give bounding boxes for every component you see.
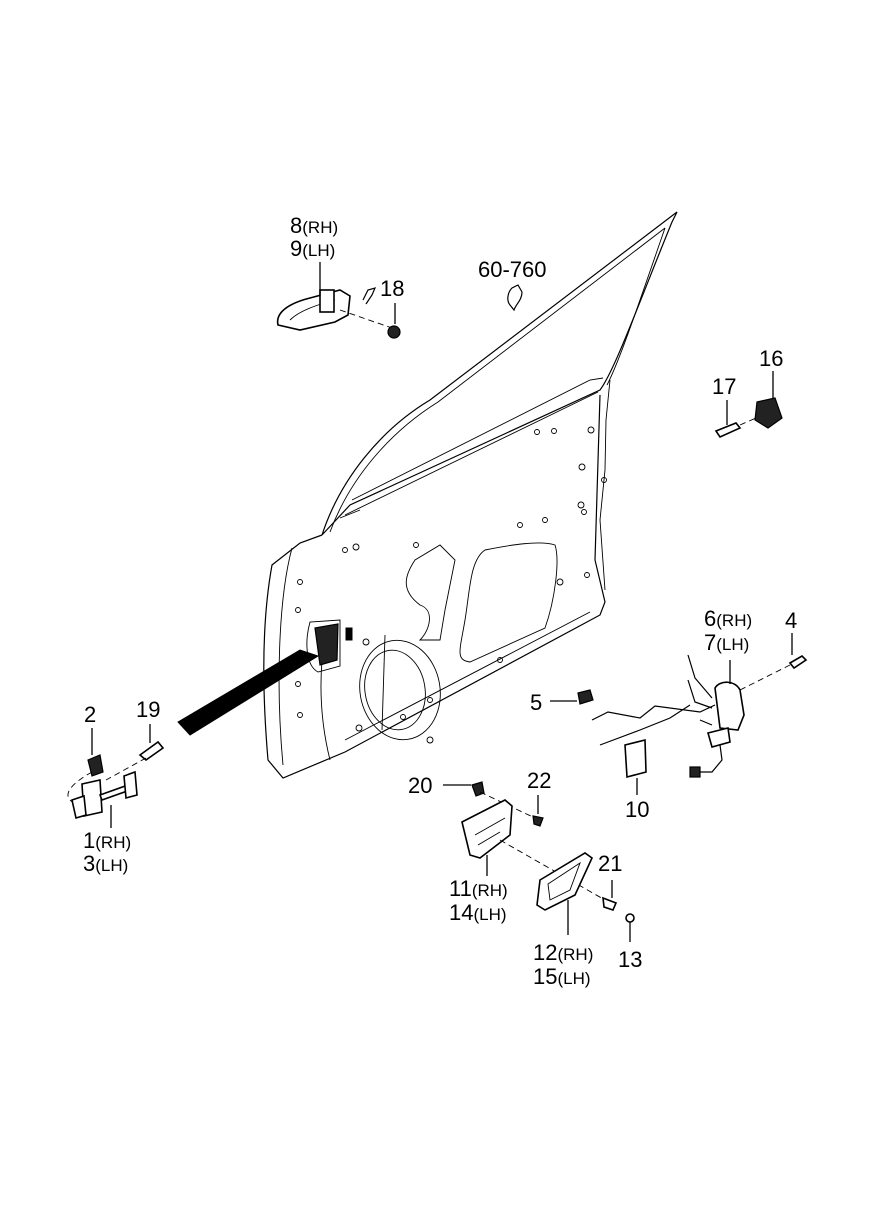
callout-9: 9(LH) [290, 236, 335, 261]
ref-label-60-760: 60-760 [478, 257, 547, 282]
part-5-clip [577, 689, 594, 705]
callout-15: 15(LH) [533, 964, 591, 989]
part-13-cap [625, 913, 635, 923]
callout-22: 22 [527, 768, 551, 793]
panel-holes [295, 426, 607, 744]
callout-6: 6(RH) [704, 606, 752, 631]
ref-60-760: 60-760 [478, 257, 547, 312]
part-22-screw [532, 815, 544, 827]
callout-11: 11(RH) [449, 876, 508, 901]
outside-handle-assembly: 8(RH) 9(LH) 18 [276, 213, 404, 339]
part-2-bolt [87, 754, 104, 777]
part-21-screw [602, 896, 618, 911]
callout-13: 13 [618, 947, 642, 972]
inside-handle-bezel [461, 799, 513, 859]
door-checker-assembly: 2 19 1(RH) 3(LH) [67, 697, 165, 876]
inside-handle-assembly: 20 22 11(RH) 14(LH) 21 12(RH) 15(LH) 13 [408, 768, 642, 989]
callout-3: 3(LH) [83, 851, 128, 876]
inside-handle-cover [536, 852, 594, 911]
callout-2: 2 [84, 702, 96, 727]
part-16-striker [754, 397, 783, 429]
door-latch-assembly: 6(RH) 7(LH) 4 5 10 [530, 606, 808, 822]
callout-18: 18 [380, 276, 404, 301]
front-door-panel [177, 211, 678, 779]
callout-8: 8(RH) [290, 213, 338, 238]
part-10-pad [624, 738, 647, 779]
callout-20: 20 [408, 773, 432, 798]
callout-14: 14(LH) [449, 900, 507, 925]
callout-10: 10 [625, 797, 649, 822]
callout-19: 19 [136, 697, 160, 722]
callout-4: 4 [785, 608, 797, 633]
callout-17: 17 [712, 374, 736, 399]
striker-pointer [177, 649, 320, 736]
callout-7: 7(LH) [704, 630, 749, 655]
callout-21: 21 [598, 851, 622, 876]
part-4-screw [788, 654, 808, 670]
callout-5: 5 [530, 690, 542, 715]
part-17-bolt [714, 422, 742, 439]
part-19-bolt [138, 740, 165, 762]
callout-1: 1(RH) [83, 828, 131, 853]
striker-assembly: 16 17 [712, 346, 783, 439]
callout-16: 16 [759, 346, 783, 371]
part-20-clip [471, 781, 485, 797]
part-18-grommet [387, 325, 401, 339]
callout-12: 12(RH) [533, 940, 593, 965]
